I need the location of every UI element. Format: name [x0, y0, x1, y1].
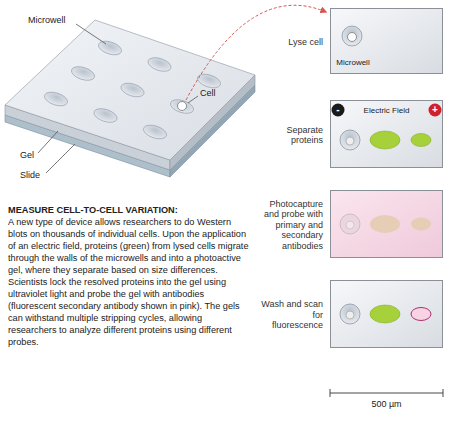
panel-ground	[330, 190, 443, 258]
microwell	[340, 130, 360, 150]
microwell	[340, 214, 360, 234]
step-label: Wash and scan for fluorescence	[259, 299, 323, 330]
negative-electrode	[332, 104, 345, 117]
protein-band	[370, 305, 400, 323]
zoom-arrow	[186, 5, 326, 100]
panel-ground	[330, 280, 443, 348]
fluorescent-band	[411, 308, 431, 321]
step-label: Lyse cell	[259, 37, 323, 47]
step-label: Separate proteins	[259, 125, 323, 146]
caption-heading: MEASURE CELL-TO-CELL VARIATION:	[8, 204, 250, 216]
cell	[178, 102, 187, 111]
electrode-sign: -	[332, 104, 344, 116]
lysed-cell	[346, 221, 354, 229]
cell	[348, 33, 357, 42]
caption-body: A new type of device allows researchers …	[8, 216, 250, 348]
scale-bar	[330, 389, 443, 397]
positive-electrode	[429, 104, 442, 117]
part-label: Cell	[200, 88, 216, 98]
lysed-cell	[346, 311, 354, 319]
microwell	[342, 26, 362, 46]
lysed-cell	[346, 137, 354, 145]
panel-label: Microwell	[331, 58, 375, 67]
electrode-sign: +	[429, 104, 441, 116]
caption-block: MEASURE CELL-TO-CELL VARIATION:A new typ…	[8, 204, 250, 348]
step-panel: Separate proteinsElectric Field-+	[330, 100, 443, 168]
leader-line	[38, 24, 198, 173]
part-label: Microwell	[28, 15, 66, 25]
step-panel: Photocapture and probe with primary and …	[330, 190, 443, 258]
step-panel: Lyse cellMicrowell	[330, 8, 443, 74]
microwell	[340, 304, 360, 324]
part-label: Gel	[20, 150, 34, 160]
protein-band	[370, 131, 400, 149]
protein-band	[411, 134, 431, 147]
panel-label: Electric Field	[347, 106, 426, 115]
scale-label: 500 µm	[330, 399, 443, 409]
step-panel: Wash and scan for fluorescence	[330, 280, 443, 348]
protein-band	[411, 218, 431, 231]
gel-slab	[5, 20, 255, 177]
step-label: Photocapture and probe with primary and …	[259, 199, 323, 251]
panel-ground	[330, 100, 443, 168]
part-label: Slide	[20, 170, 40, 180]
protein-band	[370, 215, 400, 233]
microwell	[43, 39, 223, 142]
panel-ground	[330, 8, 443, 74]
